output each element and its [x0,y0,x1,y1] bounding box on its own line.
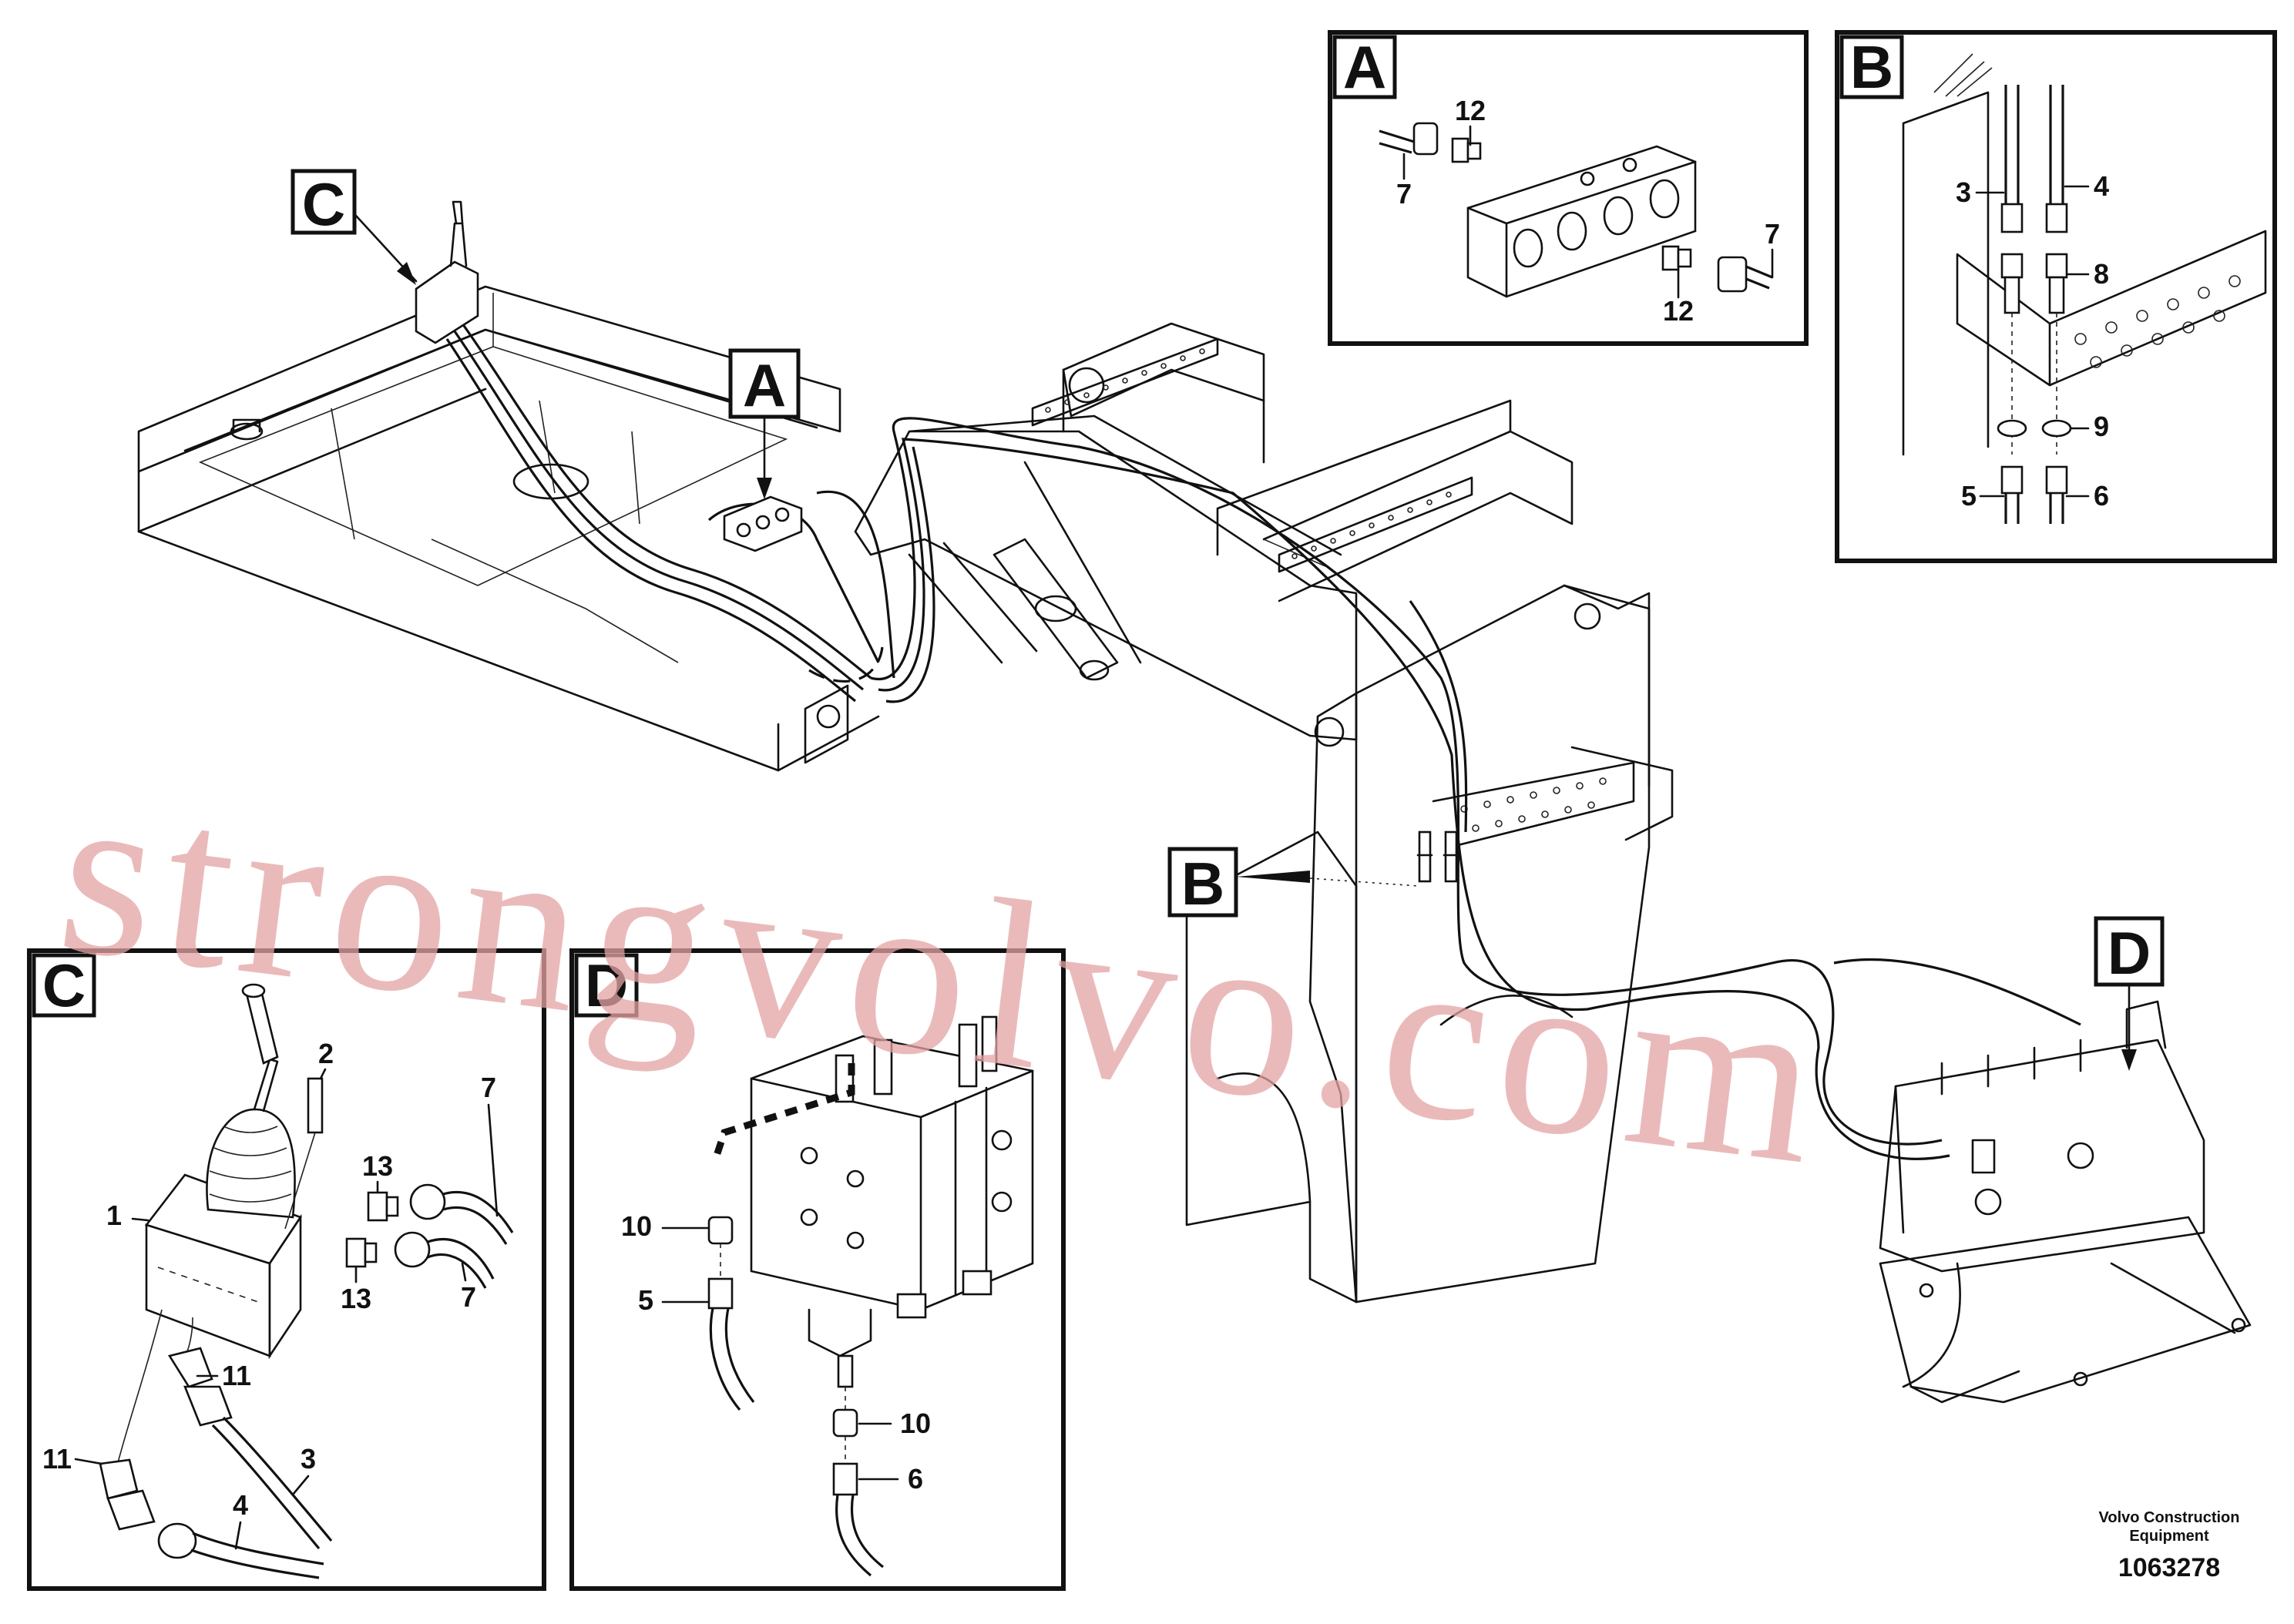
detail-C-label-13-bottom: 13 [341,1283,371,1314]
detail-D-label-10-top: 10 [621,1210,652,1242]
detail-C-label-13-top: 13 [362,1150,393,1182]
svg-text:A: A [743,351,786,419]
detail-D-panel: D 10 5 10 6 [569,948,1066,1591]
detail-D-label-10-bottom: 10 [900,1408,931,1439]
detail-A-label-7-left: 7 [1396,178,1412,210]
main-fittings-B [1416,830,1459,883]
detail-C-label-7-bottom: 7 [461,1281,476,1313]
svg-text:B: B [1181,850,1224,918]
detail-B-label-8: 8 [2094,258,2109,290]
detail-D-label-5: 5 [638,1284,653,1316]
detail-C-label-11-right: 11 [222,1360,251,1391]
main-block-A [723,495,803,552]
svg-text:A: A [1343,33,1386,101]
credit-number: 1063278 [2118,1553,2220,1582]
detail-B-label-3: 3 [1956,176,1971,208]
detail-C-label-2: 2 [318,1038,334,1069]
detail-D-label-6: 6 [908,1463,923,1495]
callout-B[interactable]: B [1167,847,1419,918]
detail-B-label-5: 5 [1961,480,1977,512]
main-joystick [415,200,479,344]
callout-A[interactable]: A [728,348,801,499]
callout-D[interactable]: D [2094,916,2165,1071]
detail-C-panel: C 2 13 7 [27,948,546,1591]
detail-B-label-9: 9 [2094,411,2109,442]
callout-C[interactable]: C [291,169,418,285]
svg-text:D: D [2108,919,2151,987]
detail-A-panel: A 12 7 7 12 [1328,30,1809,346]
credit-line-2: Equipment [2129,1528,2209,1545]
svg-text:C: C [302,170,345,238]
detail-A-label-7-right: 7 [1765,218,1780,250]
hole-rails [1031,337,1473,573]
detail-A-label-12-top: 12 [1455,95,1486,126]
main-hoses [445,323,2081,1160]
credit-line-1: Volvo Construction [2099,1509,2240,1526]
main-assembly [137,200,2252,1404]
valve-stand [1879,1000,2252,1404]
detail-C-label-4: 4 [233,1489,248,1521]
detail-B-panel: B 3 4 8 9 5 [1835,30,2277,563]
detail-C-label-1: 1 [106,1200,122,1231]
detail-C-label-3: 3 [301,1443,316,1475]
credit-block: Volvo Construction Equipment 1063278 [2099,1509,2240,1582]
detail-B-label-4: 4 [2094,170,2109,202]
detail-A-label-12-bottom: 12 [1663,295,1694,327]
detail-B-label-6: 6 [2094,480,2109,512]
mast [1185,584,1674,1304]
svg-text:D: D [585,951,628,1019]
detail-C-label-11-left: 11 [42,1443,72,1475]
detail-C-label-7-top: 7 [481,1072,496,1103]
boom [854,322,1574,741]
svg-text:C: C [42,951,86,1019]
svg-text:B: B [1850,33,1893,101]
